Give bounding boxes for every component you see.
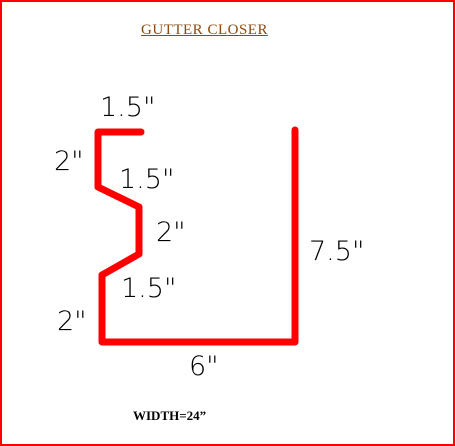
- dimension-upper-step: 1.5": [119, 164, 175, 195]
- width-label: WIDTH=24”: [133, 408, 207, 423]
- dimension-bottom: 6": [189, 351, 219, 382]
- dimension-lower-step: 1.5": [121, 273, 177, 304]
- drawing-title: GUTTER CLOSER: [141, 22, 268, 38]
- profile-outline: [94, 126, 299, 346]
- dimension-middle: 2": [156, 217, 186, 248]
- dimension-upper-left: 2": [54, 146, 84, 177]
- dimension-top-flange: 1.5": [100, 92, 156, 123]
- dimension-lower-left: 2": [57, 306, 87, 337]
- dimension-right: 7.5": [309, 236, 365, 267]
